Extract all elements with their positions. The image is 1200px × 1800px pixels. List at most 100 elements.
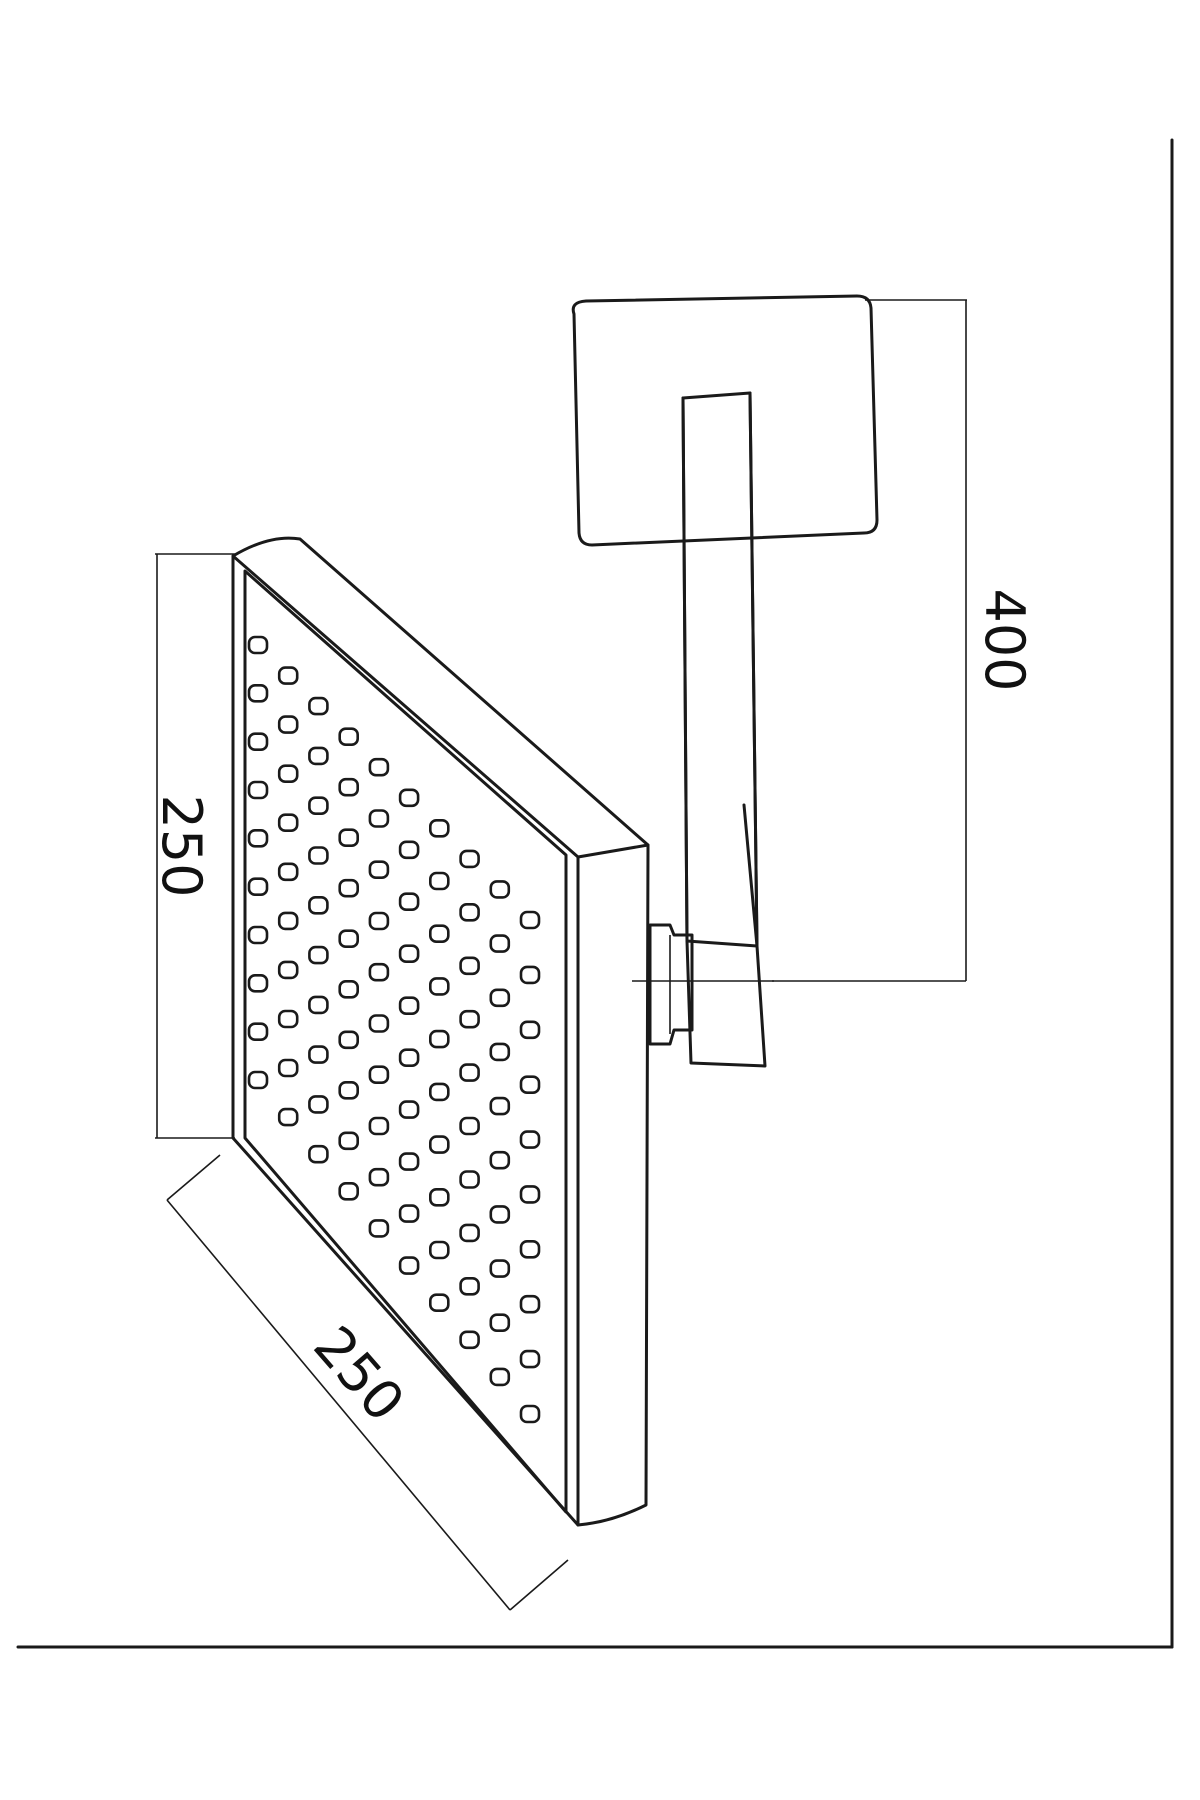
dimension-head-height: 250: [150, 553, 235, 1139]
nozzle-hole: [459, 1063, 480, 1082]
nozzle-hole: [398, 788, 420, 808]
nozzle-hole: [308, 1045, 329, 1064]
nozzle-hole: [308, 796, 329, 816]
nozzle-hole: [247, 1022, 269, 1042]
nozzle-hole: [459, 1223, 480, 1243]
nozzle-hole: [459, 1009, 480, 1029]
nozzle-hole: [338, 1182, 360, 1201]
nozzle-hole: [428, 1240, 450, 1260]
nozzle-hole: [428, 1082, 450, 1102]
nozzle-hole: [489, 1042, 511, 1062]
nozzle-hole: [398, 1256, 420, 1275]
nozzle-hole: [459, 902, 480, 922]
nozzle-hole: [428, 924, 450, 944]
nozzle-hole: [459, 1277, 480, 1296]
nozzle-hole: [338, 727, 360, 747]
nozzle-hole: [368, 1219, 390, 1238]
nozzle-hole: [247, 683, 269, 703]
nozzle-hole: [459, 1330, 480, 1350]
nozzle-hole: [308, 696, 329, 716]
nozzle-hole: [277, 813, 299, 833]
nozzle-hole: [519, 1294, 541, 1314]
nozzle-hole: [308, 1095, 329, 1114]
nozzle-hole: [459, 1170, 480, 1189]
nozzle-hole: [428, 1293, 450, 1312]
nozzle-hole: [519, 1075, 541, 1094]
nozzle-hole: [247, 828, 269, 848]
nozzle-hole: [428, 818, 450, 838]
nozzle-hole: [247, 925, 269, 945]
nozzle-hole: [368, 1116, 390, 1136]
nozzle-hole: [277, 715, 299, 734]
nozzle-hole: [277, 1009, 299, 1029]
nozzle-hole: [338, 979, 360, 999]
nozzle-hole: [368, 911, 390, 931]
dimension-arm: 400: [632, 299, 1036, 982]
nozzle-hole: [519, 1349, 541, 1369]
nozzle-hole: [247, 635, 269, 655]
head-width-label: 250: [301, 1314, 416, 1433]
nozzle-hole: [398, 1152, 420, 1171]
nozzle-hole: [519, 1240, 541, 1259]
nozzle-hole: [398, 1204, 420, 1223]
nozzle-hole: [428, 1135, 450, 1154]
nozzle-hole: [428, 1188, 450, 1207]
nozzle-hole: [489, 988, 511, 1008]
nozzle-hole: [247, 1070, 269, 1090]
nozzle-hole: [247, 973, 269, 993]
nozzle-hole: [338, 878, 360, 898]
nozzle-hole: [338, 777, 360, 797]
nozzle-hole: [519, 910, 541, 930]
nozzle-hole: [277, 1058, 299, 1078]
nozzle-hole: [519, 1130, 541, 1149]
nozzle-hole: [489, 934, 511, 953]
nozzle-hole: [308, 1144, 329, 1164]
nozzle-hole: [308, 746, 329, 766]
nozzle-hole: [428, 977, 450, 996]
nozzle-hole: [338, 1131, 360, 1151]
nozzle-hole: [368, 962, 390, 982]
nozzle-hole: [489, 1259, 511, 1278]
nozzle-hole: [428, 871, 450, 891]
nozzle-hole: [398, 944, 420, 964]
nozzle-hole: [459, 849, 480, 869]
nozzle-hole: [489, 1150, 511, 1170]
nozzle-hole: [368, 809, 390, 828]
shower-arm: [681, 391, 767, 1068]
nozzle-hole: [338, 1081, 360, 1100]
nozzle-hole: [368, 1167, 390, 1187]
nozzle-hole: [519, 965, 541, 985]
nozzle-hole: [489, 1205, 511, 1224]
nozzle-hole: [277, 862, 299, 882]
nozzle-hole: [368, 757, 390, 777]
nozzle-hole: [247, 780, 269, 800]
nozzle-hole: [489, 1313, 511, 1332]
nozzle-hole: [277, 911, 299, 931]
nozzle-hole: [398, 996, 420, 1016]
nozzle-hole: [338, 1030, 360, 1050]
nozzle-hole: [338, 828, 360, 848]
nozzle-hole: [519, 1404, 541, 1424]
nozzle-hole: [368, 1065, 390, 1084]
nozzle-hole: [277, 764, 299, 784]
nozzle-hole: [519, 1185, 541, 1204]
nozzle-hole: [247, 732, 269, 752]
arm-length-label: 400: [973, 588, 1036, 691]
nozzle-hole: [308, 846, 329, 865]
nozzle-hole: [519, 1020, 541, 1040]
nozzle-hole: [247, 877, 269, 897]
nozzle-hole: [308, 945, 329, 965]
swivel-connector: [648, 923, 694, 1046]
nozzle-hole: [277, 960, 299, 980]
nozzle-hole: [459, 956, 480, 976]
nozzle-hole: [368, 860, 390, 880]
nozzle-hole: [489, 1096, 511, 1116]
nozzle-hole: [308, 995, 329, 1015]
nozzle-hole: [398, 840, 420, 860]
nozzle-hole: [428, 1029, 450, 1049]
nozzle-hole: [489, 880, 511, 899]
nozzle-hole: [368, 1014, 390, 1033]
head-height-label: 250: [150, 794, 213, 897]
